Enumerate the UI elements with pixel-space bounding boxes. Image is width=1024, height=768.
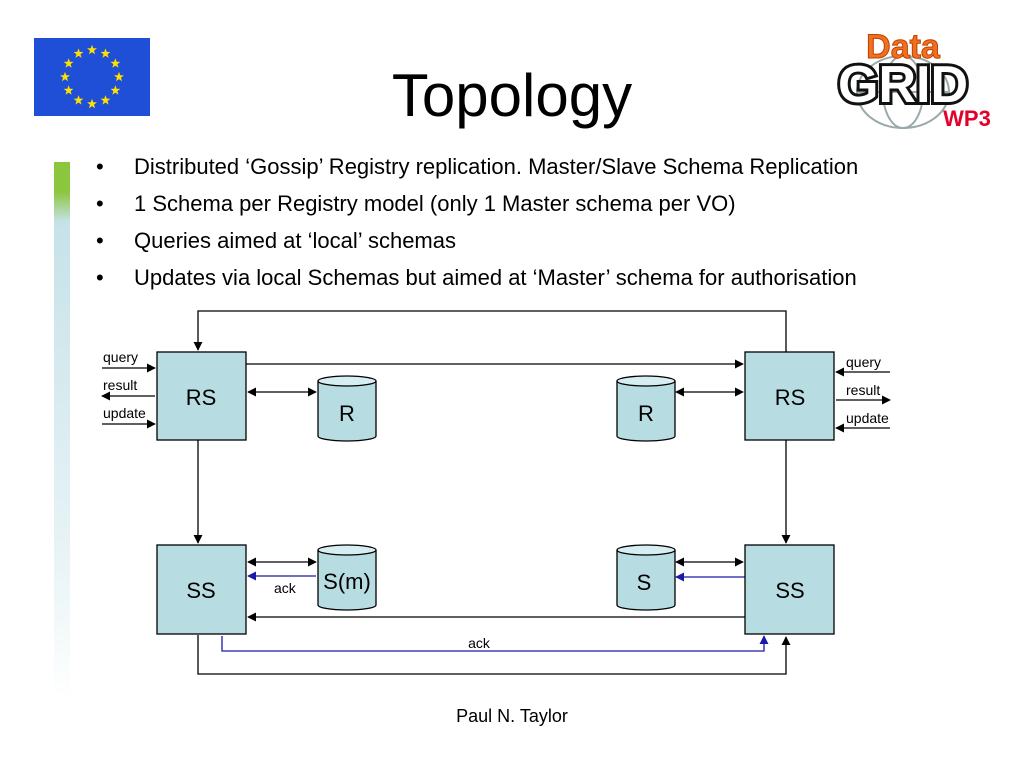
- eu-star-icon: [60, 71, 70, 82]
- logo-data-text: Data: [866, 28, 941, 66]
- right-ss-box: [744, 544, 835, 635]
- left-rs-box: [156, 351, 247, 441]
- eu-star-icon: [73, 95, 84, 105]
- eu-star-icon: [100, 95, 111, 105]
- left-r-cylinder: [317, 375, 377, 442]
- ack-arrow-bottom: [221, 635, 769, 652]
- bullet-item: Distributed ‘Gossip’ Registry replicatio…: [96, 148, 1006, 185]
- eu-star-icon: [110, 58, 121, 68]
- master-schema-cylinder: [317, 544, 377, 611]
- bullet-list: Distributed ‘Gossip’ Registry replicatio…: [96, 148, 1006, 296]
- bullet-item: 1 Schema per Registry model (only 1 Mast…: [96, 185, 1006, 222]
- eu-star-icon: [87, 98, 97, 109]
- right-ss-label: SS: [775, 578, 804, 603]
- left-query-label: query: [103, 349, 138, 365]
- left-ss-label: SS: [186, 578, 215, 603]
- top-loop-line: [193, 310, 787, 352]
- slave-schema-label: S: [637, 570, 652, 595]
- eu-star-icon: [87, 44, 97, 55]
- right-result-label: result: [846, 382, 880, 398]
- right-update-label: update: [846, 410, 889, 426]
- bottom-loop-line: [197, 635, 791, 675]
- ack-left-label: ack: [274, 580, 297, 596]
- right-query-label: query: [846, 354, 881, 370]
- slide-footer-author: Paul N. Taylor: [456, 706, 568, 726]
- left-ss-box: [156, 544, 247, 635]
- eu-star-icon: [63, 85, 74, 95]
- right-rs-box: [744, 351, 835, 441]
- bullet-item: Queries aimed at ‘local’ schemas: [96, 222, 1006, 259]
- decorative-sidebar-bar: [54, 162, 70, 698]
- left-rs-label: RS: [186, 385, 217, 410]
- slide-title: Topology: [391, 62, 633, 129]
- eu-star-icon: [73, 48, 84, 58]
- slave-schema-cylinder: [616, 544, 676, 611]
- left-update-label: update: [103, 405, 146, 421]
- right-r-label: R: [638, 401, 654, 426]
- ack-bottom-label: ack: [468, 635, 491, 651]
- logo-wp3-text: WP3: [943, 106, 991, 131]
- eu-star-icon: [114, 71, 124, 82]
- right-r-cylinder: [616, 375, 676, 442]
- right-rs-label: RS: [775, 385, 806, 410]
- datagrid-wp3-logo: Data GRID WP3: [835, 28, 991, 131]
- left-result-label: result: [103, 377, 137, 393]
- eu-star-icon: [110, 85, 121, 95]
- eu-flag-logo: [34, 38, 150, 116]
- eu-star-icon: [63, 58, 74, 68]
- eu-star-icon: [100, 48, 111, 58]
- bullet-item: Updates via local Schemas but aimed at ‘…: [96, 259, 1006, 296]
- master-schema-label: S(m): [323, 569, 371, 594]
- logo-grid-text: GRID: [838, 56, 968, 114]
- left-r-label: R: [339, 401, 355, 426]
